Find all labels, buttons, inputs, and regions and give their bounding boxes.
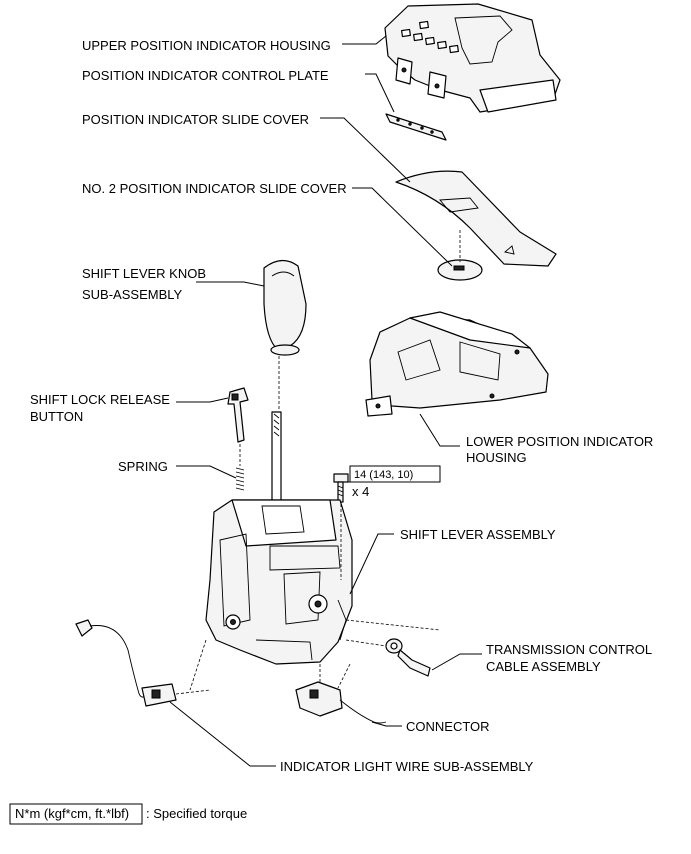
position-indicator-slide-cover-part	[395, 170, 557, 267]
label-transmission-control-line2: CABLE ASSEMBLY	[486, 659, 601, 674]
alignment-lines	[175, 230, 461, 695]
lower-position-indicator-housing-part	[365, 311, 549, 417]
indicator-light-wire-part	[75, 619, 177, 707]
label-shift-lever-knob-line1: SHIFT LEVER KNOB	[82, 266, 206, 281]
label-shift-lever-knob-line2: SUB-ASSEMBLY	[82, 287, 183, 302]
upper-position-indicator-housing-part	[384, 3, 561, 113]
torque-spec: 14 (143, 10) x 4	[349, 465, 441, 499]
label-indicator-light-wire: INDICATOR LIGHT WIRE SUB-ASSEMBLY	[280, 759, 534, 774]
connector-part	[295, 681, 387, 724]
legend-unit-text: N*m (kgf*cm, ft.*lbf)	[15, 806, 129, 821]
label-shift-lock-release-line1: SHIFT LOCK RELEASE	[30, 392, 170, 407]
label-upper-position-indicator-housing: UPPER POSITION INDICATOR HOUSING	[82, 38, 331, 53]
bolt-part	[333, 473, 349, 503]
transmission-control-cable-part	[385, 638, 431, 677]
label-lower-position-indicator-line2: HOUSING	[466, 450, 527, 465]
label-lower-position-indicator-line1: LOWER POSITION INDICATOR	[466, 434, 653, 449]
label-no2-position-indicator-slide-cover: NO. 2 POSITION INDICATOR SLIDE COVER	[82, 181, 347, 196]
spring-part	[235, 467, 245, 491]
shift-lever-assembly-part	[205, 411, 353, 665]
part-labels: UPPER POSITION INDICATOR HOUSING POSITIO…	[30, 38, 653, 774]
legend-description: : Specified torque	[146, 806, 247, 821]
legend: N*m (kgf*cm, ft.*lbf) : Specified torque	[9, 803, 247, 825]
torque-quantity: x 4	[352, 484, 369, 499]
label-spring: SPRING	[118, 459, 168, 474]
torque-value-box	[349, 465, 441, 483]
label-connector: CONNECTOR	[406, 719, 490, 734]
label-shift-lever-assembly: SHIFT LEVER ASSEMBLY	[400, 527, 556, 542]
shift-lever-knob-part	[263, 259, 307, 356]
shift-lock-release-button-part	[227, 387, 249, 443]
position-indicator-control-plate-part	[385, 113, 447, 141]
torque-value: 14 (143, 10)	[354, 469, 413, 481]
label-position-indicator-slide-cover: POSITION INDICATOR SLIDE COVER	[82, 112, 309, 127]
label-position-indicator-control-plate: POSITION INDICATOR CONTROL PLATE	[82, 68, 329, 83]
leader-lines	[169, 35, 482, 767]
legend-unit-box	[9, 803, 143, 825]
label-transmission-control-line1: TRANSMISSION CONTROL	[486, 642, 652, 657]
no2-position-indicator-slide-cover-part	[437, 259, 483, 281]
label-shift-lock-release-line2: BUTTON	[30, 409, 83, 424]
